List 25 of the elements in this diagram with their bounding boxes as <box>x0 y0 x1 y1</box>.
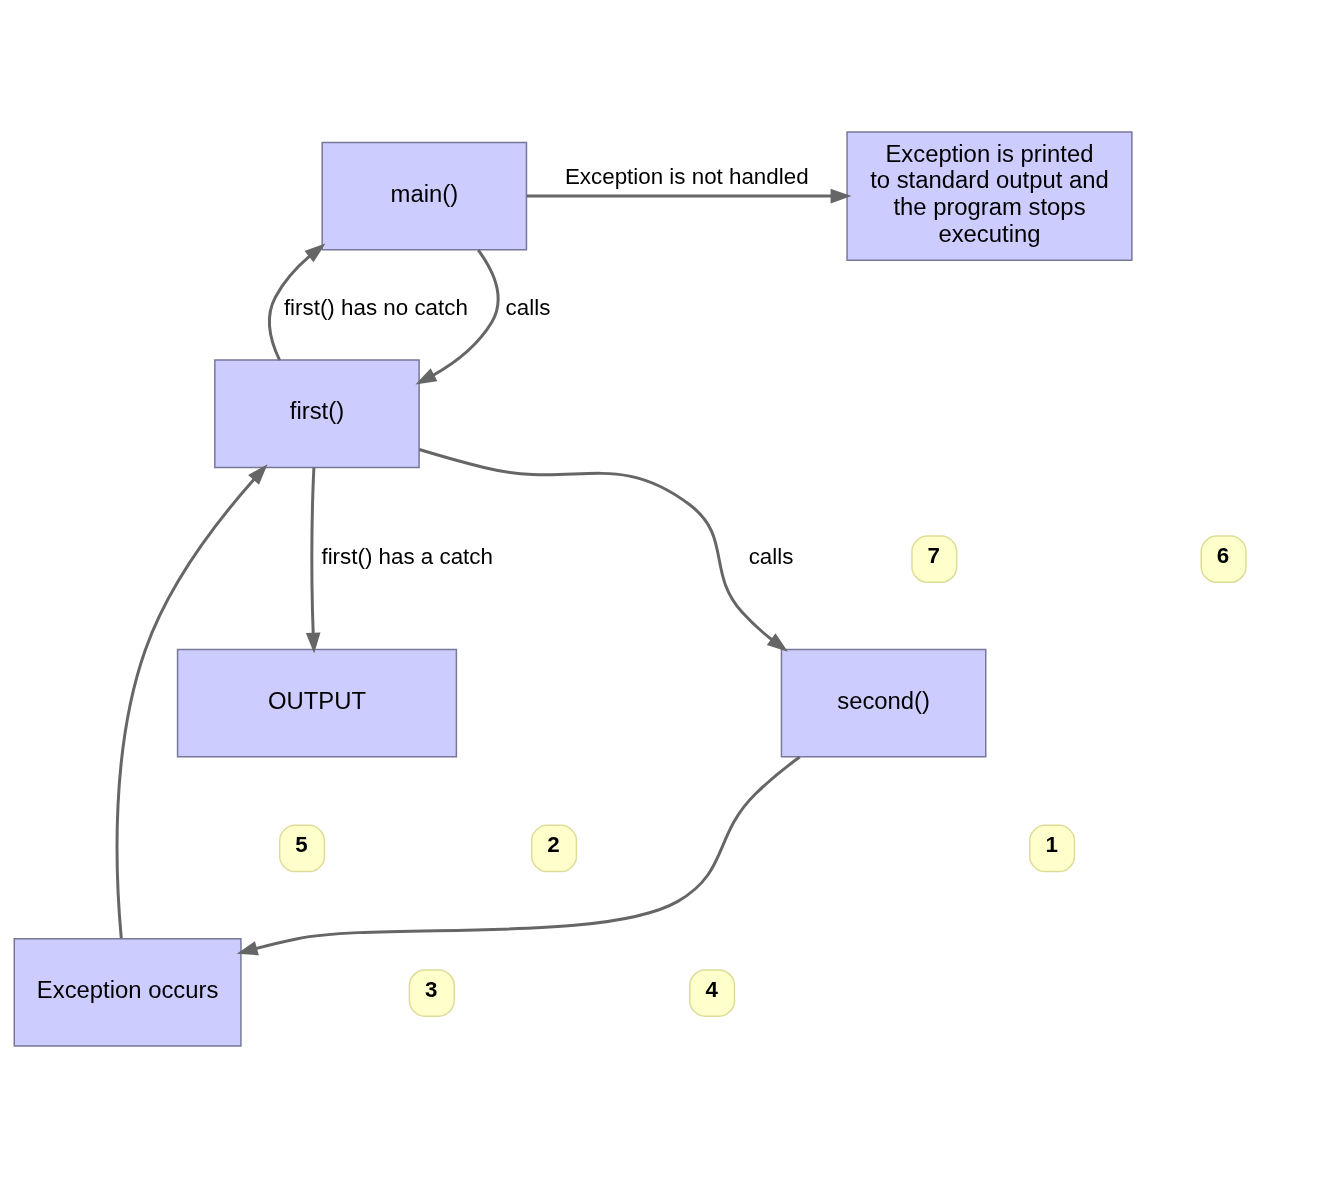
edge-label: calls <box>505 294 551 320</box>
node-box: OUTPUT <box>176 648 458 757</box>
arrow <box>305 467 321 654</box>
edge-label: Exception is not handled <box>564 163 809 189</box>
node-box: second() <box>780 648 987 757</box>
label: 1 <box>1045 831 1058 857</box>
node-box: first() <box>214 358 420 468</box>
node-box: Exception is printed to standard output and the program stops executing <box>846 130 1133 261</box>
arrow <box>236 755 801 955</box>
node-box: main() <box>321 141 528 250</box>
arrow <box>418 447 788 652</box>
arrow <box>526 188 852 203</box>
label: 3 <box>425 976 438 1002</box>
edge-label: first() has no catch <box>283 294 468 320</box>
arrow <box>267 243 326 361</box>
edge-label: first() has a catch <box>321 543 493 569</box>
label: 5 <box>295 831 308 857</box>
label: 7 <box>927 542 941 568</box>
arrow <box>415 248 500 384</box>
edge-label: calls <box>748 543 794 569</box>
label: 6 <box>1216 542 1230 568</box>
label: 2 <box>547 831 560 857</box>
label: 4 <box>705 976 718 1002</box>
arrow <box>115 463 268 938</box>
node-box: Exception occurs <box>13 937 242 1047</box>
